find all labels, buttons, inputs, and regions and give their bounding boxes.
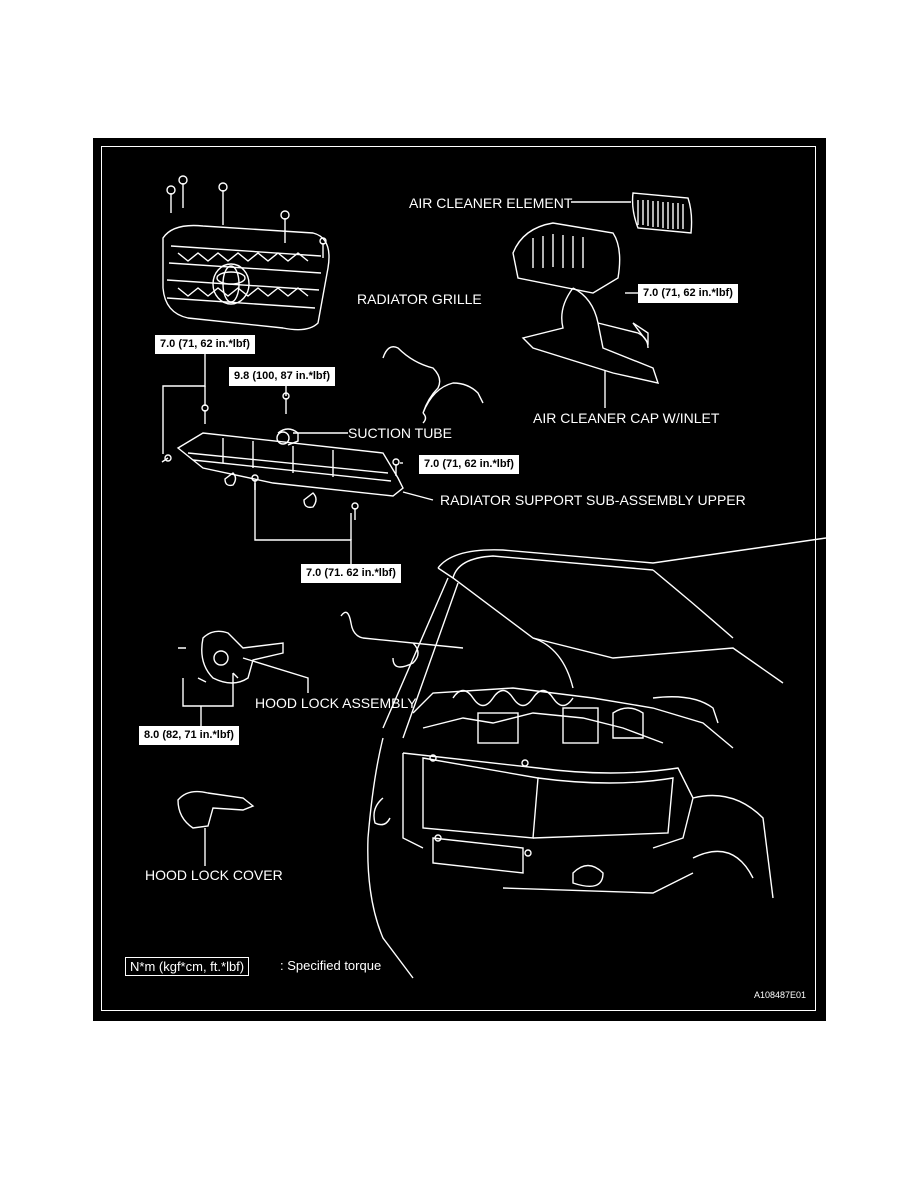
torque-label: 9.8 (100, 87 in.*lbf): [229, 367, 335, 386]
label-radiator-support: RADIATOR SUPPORT SUB-ASSEMBLY UPPER: [440, 492, 746, 508]
torque-label: 7.0 (71, 62 in.*lbf): [419, 455, 519, 474]
label-radiator-grille: RADIATOR GRILLE: [357, 291, 482, 307]
label-hood-lock-cover: HOOD LOCK COVER: [145, 867, 283, 883]
label-hood-lock-assembly: HOOD LOCK ASSEMBLY: [255, 695, 417, 711]
legend-text: : Specified torque: [280, 958, 382, 973]
torque-leader-lines: [162, 292, 638, 568]
label-air-cleaner-cap: AIR CLEANER CAP W/INLET: [533, 410, 720, 426]
hood-lock-cover-drawing: [177, 790, 255, 866]
radiator-support-drawing: [161, 392, 404, 520]
radiator-grille-drawing: [162, 175, 330, 331]
label-air-cleaner-element: AIR CLEANER ELEMENT: [409, 195, 573, 211]
torque-label: 7.0 (71. 62 in.*lbf): [301, 564, 401, 583]
torque-label: 7.0 (71, 62 in.*lbf): [155, 335, 255, 354]
legend-unit-box: N*m (kgf*cm, ft.*lbf): [125, 957, 250, 976]
line-art: [161, 175, 826, 979]
exploded-parts-diagram: AIR CLEANER ELEMENT RADIATOR GRILLE SUCT…: [93, 138, 826, 1021]
diagram-frame: [101, 146, 816, 1011]
torque-label: 7.0 (71, 62 in.*lbf): [638, 284, 738, 303]
label-suction-tube: SUCTION TUBE: [348, 425, 452, 441]
wiring-harness-drawing: [382, 346, 484, 424]
air-cleaner-cap-drawing: [512, 222, 660, 408]
hood-lock-assembly-drawing: [178, 611, 464, 733]
torque-label: 8.0 (82, 71 in.*lbf): [139, 726, 239, 745]
figure-id: A108487E01: [754, 990, 807, 1000]
air-cleaner-element-drawing: [571, 192, 693, 234]
vehicle-drawing: [367, 537, 826, 979]
